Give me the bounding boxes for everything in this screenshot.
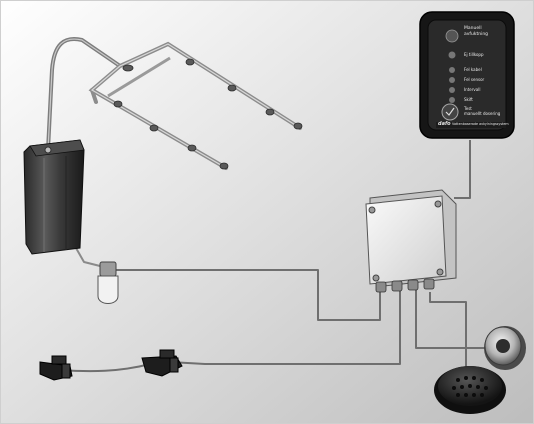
cable-gland (423, 278, 435, 290)
manifold-crossbar (107, 56, 171, 98)
status-led (449, 87, 455, 93)
pump-head (99, 261, 117, 277)
control-panel (419, 11, 515, 139)
status-led (448, 51, 456, 59)
status-led (449, 97, 455, 103)
power-icon (445, 29, 459, 43)
pump (97, 261, 119, 304)
panel-bottom-label-line1: Test (464, 106, 472, 111)
panel-item: Intervall (464, 87, 481, 92)
nozzle (187, 144, 197, 152)
tank-inlet (44, 146, 52, 154)
tank-body (23, 139, 85, 255)
nozzle (265, 108, 275, 116)
box-front (365, 195, 447, 285)
nozzle (293, 122, 303, 130)
tank-lid (29, 139, 85, 157)
brand-logo: dafo (438, 121, 451, 127)
panel-item: Fel kabel (464, 67, 482, 72)
status-led (449, 77, 455, 83)
buzzer-center (496, 339, 510, 353)
nozzle (185, 58, 195, 66)
panel-item: Fel sensor (464, 77, 485, 82)
sensor-probes (39, 349, 183, 381)
nozzle (122, 64, 134, 72)
status-led (449, 67, 455, 73)
control-box (365, 189, 457, 293)
cable-gland (407, 279, 419, 291)
panel-item: Ej tillkopp (464, 52, 484, 57)
panel-cable (454, 140, 471, 199)
panel-face (427, 19, 507, 131)
brand-caption: Vattenbaserade avkylningssystem (452, 122, 509, 126)
buzzer (484, 326, 526, 370)
panel-bottom-label-line2: manuellt dosering (464, 111, 501, 116)
cable-gland (391, 280, 403, 292)
test-button (441, 103, 459, 121)
nozzle (149, 124, 159, 132)
foot-pedal (434, 366, 506, 414)
panel-title-line1: Manuell (464, 26, 482, 31)
panel-item: Skift (464, 97, 473, 102)
pedal-cable (429, 292, 467, 376)
nozzle (227, 84, 237, 92)
cable-gland (375, 281, 387, 293)
spray-manifold (46, 37, 303, 170)
nozzle (113, 100, 123, 108)
panel-title-line2: avfuktning (464, 32, 489, 37)
tank-tube (75, 247, 101, 267)
liquid-tank (23, 139, 85, 255)
nozzle (219, 162, 229, 170)
pump-body (97, 275, 119, 304)
